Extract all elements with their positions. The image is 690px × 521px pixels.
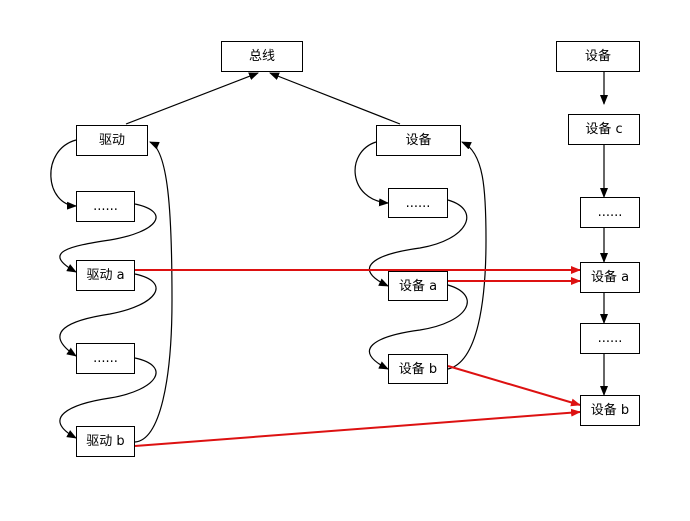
- node-driver-label: 驱动: [98, 133, 125, 148]
- node-driver-b-label: 驱动 b: [86, 434, 125, 449]
- node-device-ellipsis-1: ......: [388, 188, 448, 218]
- node-device-a: 设备 a: [388, 271, 448, 301]
- node-device-a-label: 设备 a: [398, 278, 438, 294]
- edge-driver-to-dots1: [50, 139, 77, 210]
- edge-driver-a-to-dots2: [59, 273, 157, 357]
- edge-driver-b-to-r-device-b: [134, 408, 581, 447]
- node-right-device-c-label: 设备 c: [585, 122, 623, 137]
- edge-driver-to-bus: [125, 72, 259, 125]
- node-right-ellipsis-1-label: ......: [597, 205, 623, 220]
- node-driver-a-label: 驱动 a: [86, 268, 125, 283]
- node-right-device-label: 设备: [584, 49, 611, 64]
- node-driver-ellipsis-1-label: ......: [93, 199, 118, 214]
- edge-dots2-to-driver-b: [59, 357, 157, 439]
- node-right-ellipsis-1: ......: [580, 197, 640, 228]
- node-device-label: 设备: [405, 133, 432, 148]
- edge-dots1-to-driver-a: [59, 203, 157, 273]
- node-right-device-b-label: 设备 b: [590, 403, 630, 418]
- node-bus: 总线: [221, 41, 303, 72]
- node-device: 设备: [376, 125, 461, 156]
- node-driver-ellipsis-1: ......: [76, 191, 135, 222]
- node-right-device-b: 设备 b: [580, 395, 640, 426]
- edge-device-a-to-device-b: [368, 284, 468, 370]
- node-right-device-c: 设备 c: [568, 114, 640, 145]
- node-driver-ellipsis-2-label: ......: [93, 351, 118, 366]
- node-device-b: 设备 b: [388, 354, 448, 384]
- edge-device-to-bus: [269, 72, 401, 125]
- node-driver-a: 驱动 a: [76, 260, 135, 291]
- edge-driver-b-to-driver: [134, 141, 173, 443]
- node-right-device-a-label: 设备 a: [590, 270, 630, 285]
- node-driver-b: 驱动 b: [76, 426, 135, 457]
- node-right-ellipsis-2-label: ......: [597, 331, 623, 346]
- node-driver-ellipsis-2: ......: [76, 343, 135, 374]
- edge-device-b-to-r-device-b: [447, 365, 581, 407]
- edge-device-to-dots1: [354, 141, 389, 207]
- node-driver: 驱动: [76, 125, 148, 156]
- node-right-device: 设备: [556, 41, 640, 72]
- node-device-b-label: 设备 b: [398, 361, 438, 377]
- node-bus-label: 总线: [248, 49, 275, 64]
- node-right-ellipsis-2: ......: [580, 323, 640, 354]
- edge-device-b-to-device: [447, 141, 487, 370]
- node-right-device-a: 设备 a: [580, 262, 640, 293]
- node-device-ellipsis-1-label: ......: [405, 195, 431, 211]
